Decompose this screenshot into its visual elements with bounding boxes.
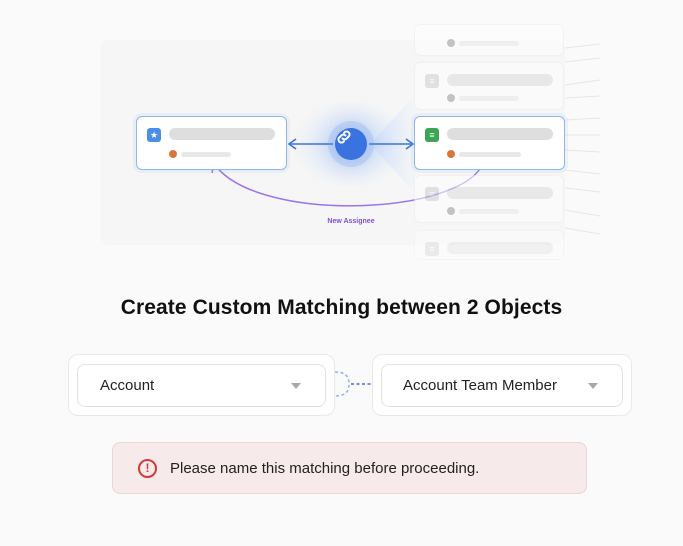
- target-card-faded-4: ≡: [414, 230, 564, 260]
- source-object-value: Account: [100, 377, 155, 394]
- target-object-selector-container: Account Team Member: [372, 354, 632, 416]
- link-arrows: [287, 138, 415, 150]
- target-card-faded-3: ≡: [414, 175, 564, 223]
- caret-down-icon: [291, 383, 301, 389]
- source-object-select[interactable]: Account: [77, 364, 326, 407]
- target-object-select[interactable]: Account Team Member: [381, 364, 623, 407]
- card-subtitle-placeholder: [459, 209, 519, 214]
- list-icon: ≡: [425, 74, 439, 88]
- card-subtitle-placeholder: [459, 152, 521, 157]
- decorative-rays: [564, 43, 601, 235]
- new-assignee-label: New Assignee: [327, 218, 375, 225]
- list-icon: ≡: [425, 128, 439, 142]
- target-object-card: ≡: [414, 116, 565, 170]
- card-title-placeholder: [447, 187, 553, 199]
- source-object-selector-container: Account: [68, 354, 335, 416]
- alert-message: Please name this matching before proceed…: [170, 459, 480, 477]
- link-icon: [335, 128, 367, 160]
- list-icon: ≡: [425, 187, 439, 201]
- caret-down-icon: [588, 383, 598, 389]
- star-icon: ★: [147, 128, 161, 142]
- card-subtitle-placeholder: [459, 96, 519, 101]
- target-object-value: Account Team Member: [403, 377, 557, 394]
- card-subtitle-placeholder: [181, 152, 231, 157]
- avatar: [447, 150, 455, 158]
- card-title-placeholder: [169, 128, 275, 140]
- card-title-placeholder: [447, 242, 553, 254]
- error-circle-icon: !: [138, 458, 157, 478]
- avatar: [447, 39, 455, 47]
- target-card-faded-2: ≡: [414, 62, 564, 110]
- card-title-placeholder: [447, 128, 553, 140]
- avatar: [447, 94, 455, 102]
- avatar: [447, 207, 455, 215]
- avatar: [169, 150, 177, 158]
- selector-connector: [334, 371, 371, 397]
- target-card-faded-1: [414, 24, 564, 56]
- validation-alert: ! Please name this matching before proce…: [112, 442, 587, 494]
- matching-illustration: ★ ≡ ≡ ≡ ≡ New Assignee: [0, 0, 683, 270]
- page-title: Create Custom Matching between 2 Objects: [120, 296, 563, 319]
- card-title-placeholder: [447, 74, 553, 86]
- card-subtitle-placeholder: [459, 41, 519, 46]
- source-object-card: ★: [136, 116, 287, 170]
- list-icon: ≡: [425, 242, 439, 256]
